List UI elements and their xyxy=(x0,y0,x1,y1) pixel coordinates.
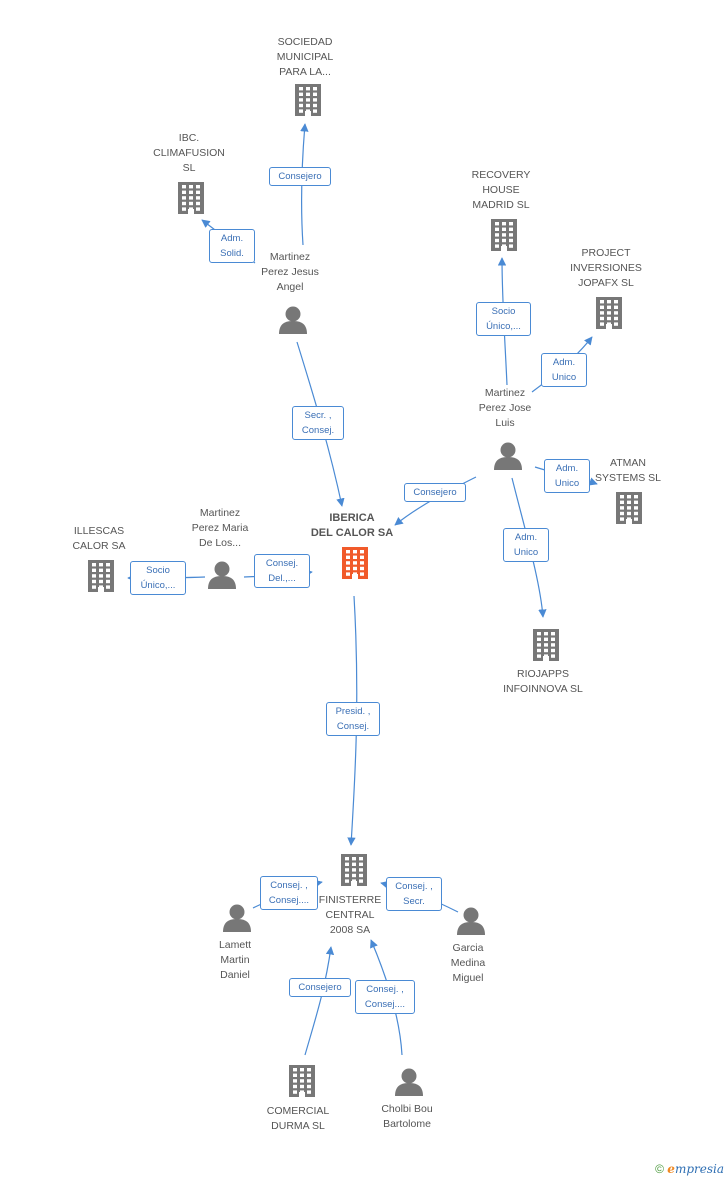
edge-label-mpja-to-sociedad[interactable]: Consejero xyxy=(269,167,331,186)
edge-label-mpmd-to-iberica[interactable]: Consej. Del.,... xyxy=(254,554,310,588)
building-icon-riojapps[interactable] xyxy=(533,629,559,661)
building-icon-finisterre[interactable] xyxy=(341,854,367,886)
node-label-recovery[interactable]: RECOVERY HOUSE MADRID SL xyxy=(471,169,531,211)
person-icon-cholbi[interactable] xyxy=(395,1068,423,1097)
edge-label-mpjl-to-atman[interactable]: Adm. Unico xyxy=(544,459,590,493)
node-label-cholbi[interactable]: Cholbi Bou Bartolome xyxy=(381,1103,433,1130)
building-icon-illescas[interactable] xyxy=(88,560,114,592)
person-icon-garcia[interactable] xyxy=(457,907,485,936)
building-icon-recovery[interactable] xyxy=(491,219,517,251)
node-label-iberica[interactable]: IBERICA DEL CALOR SA xyxy=(310,512,394,539)
node-label-mpjl[interactable]: Martinez Perez Jose Luis xyxy=(478,387,532,429)
copyright-symbol: © xyxy=(655,1162,664,1176)
edge-label-garcia-to-finisterre[interactable]: Consej. , Secr. xyxy=(386,877,442,911)
node-label-finisterre[interactable]: FINISTERRE CENTRAL 2008 SA xyxy=(318,894,382,936)
node-label-riojapps[interactable]: RIOJAPPS INFOINNOVA SL xyxy=(503,668,583,695)
brand-logo[interactable]: empresia xyxy=(667,1162,724,1176)
edge-label-lamett-to-finisterre[interactable]: Consej. , Consej.... xyxy=(260,876,318,910)
node-label-sociedad[interactable]: SOCIEDAD MUNICIPAL PARA LA... xyxy=(276,36,334,78)
building-icon-ibc[interactable] xyxy=(178,182,204,214)
edge-label-mpjl-to-riojapps[interactable]: Adm. Unico xyxy=(503,528,549,562)
building-icon-sociedad[interactable] xyxy=(295,84,321,116)
node-label-illescas[interactable]: ILLESCAS CALOR SA xyxy=(72,525,126,552)
edge-label-mpja-to-iberica[interactable]: Secr. , Consej. xyxy=(292,406,344,440)
building-icon-atman[interactable] xyxy=(616,492,642,524)
edge-label-cholbi-to-finisterre[interactable]: Consej. , Consej.... xyxy=(355,980,415,1014)
node-label-atman[interactable]: ATMAN SYSTEMS SL xyxy=(595,457,661,484)
person-icon-mpjl[interactable] xyxy=(494,442,522,471)
building-icon-project[interactable] xyxy=(596,297,622,329)
person-icon-lamett[interactable] xyxy=(223,904,251,933)
edge-label-comercial-to-finisterre[interactable]: Consejero xyxy=(289,978,351,997)
edge-label-mpmd-to-illescas[interactable]: Socio Único,... xyxy=(130,561,186,595)
edge-comercial-to-finisterre xyxy=(304,946,335,1056)
edge-label-iberica-to-finisterre[interactable]: Presid. , Consej. xyxy=(326,702,380,736)
node-label-ibc[interactable]: IBC. CLIMAFUSION SL xyxy=(153,132,225,174)
edge-label-mpjl-to-project[interactable]: Adm. Unico xyxy=(541,353,587,387)
node-label-lamett[interactable]: Lamett Martin Daniel xyxy=(218,939,252,981)
edge-label-mpja-to-ibc[interactable]: Adm. Solid. xyxy=(209,229,255,263)
edge-label-mpjl-to-recovery[interactable]: Socio Único,... xyxy=(476,302,531,336)
building-icon-comercial[interactable] xyxy=(289,1065,315,1097)
node-label-comercial[interactable]: COMERCIAL DURMA SL xyxy=(266,1105,330,1132)
person-icon-mpja[interactable] xyxy=(279,306,307,335)
node-label-mpja[interactable]: Martinez Perez Jesus Angel xyxy=(261,251,319,293)
footer-brand: © empresia xyxy=(655,1162,724,1176)
edge-label-mpjl-to-iberica[interactable]: Consejero xyxy=(404,483,466,502)
node-label-mpmd[interactable]: Martinez Perez Maria De Los... xyxy=(191,507,249,549)
person-icon-mpmd[interactable] xyxy=(208,561,236,590)
node-label-project[interactable]: PROJECT INVERSIONES JOPAFX SL xyxy=(570,247,642,289)
node-label-garcia[interactable]: Garcia Medina Miguel xyxy=(450,942,486,984)
building-icon-iberica[interactable] xyxy=(342,547,368,579)
